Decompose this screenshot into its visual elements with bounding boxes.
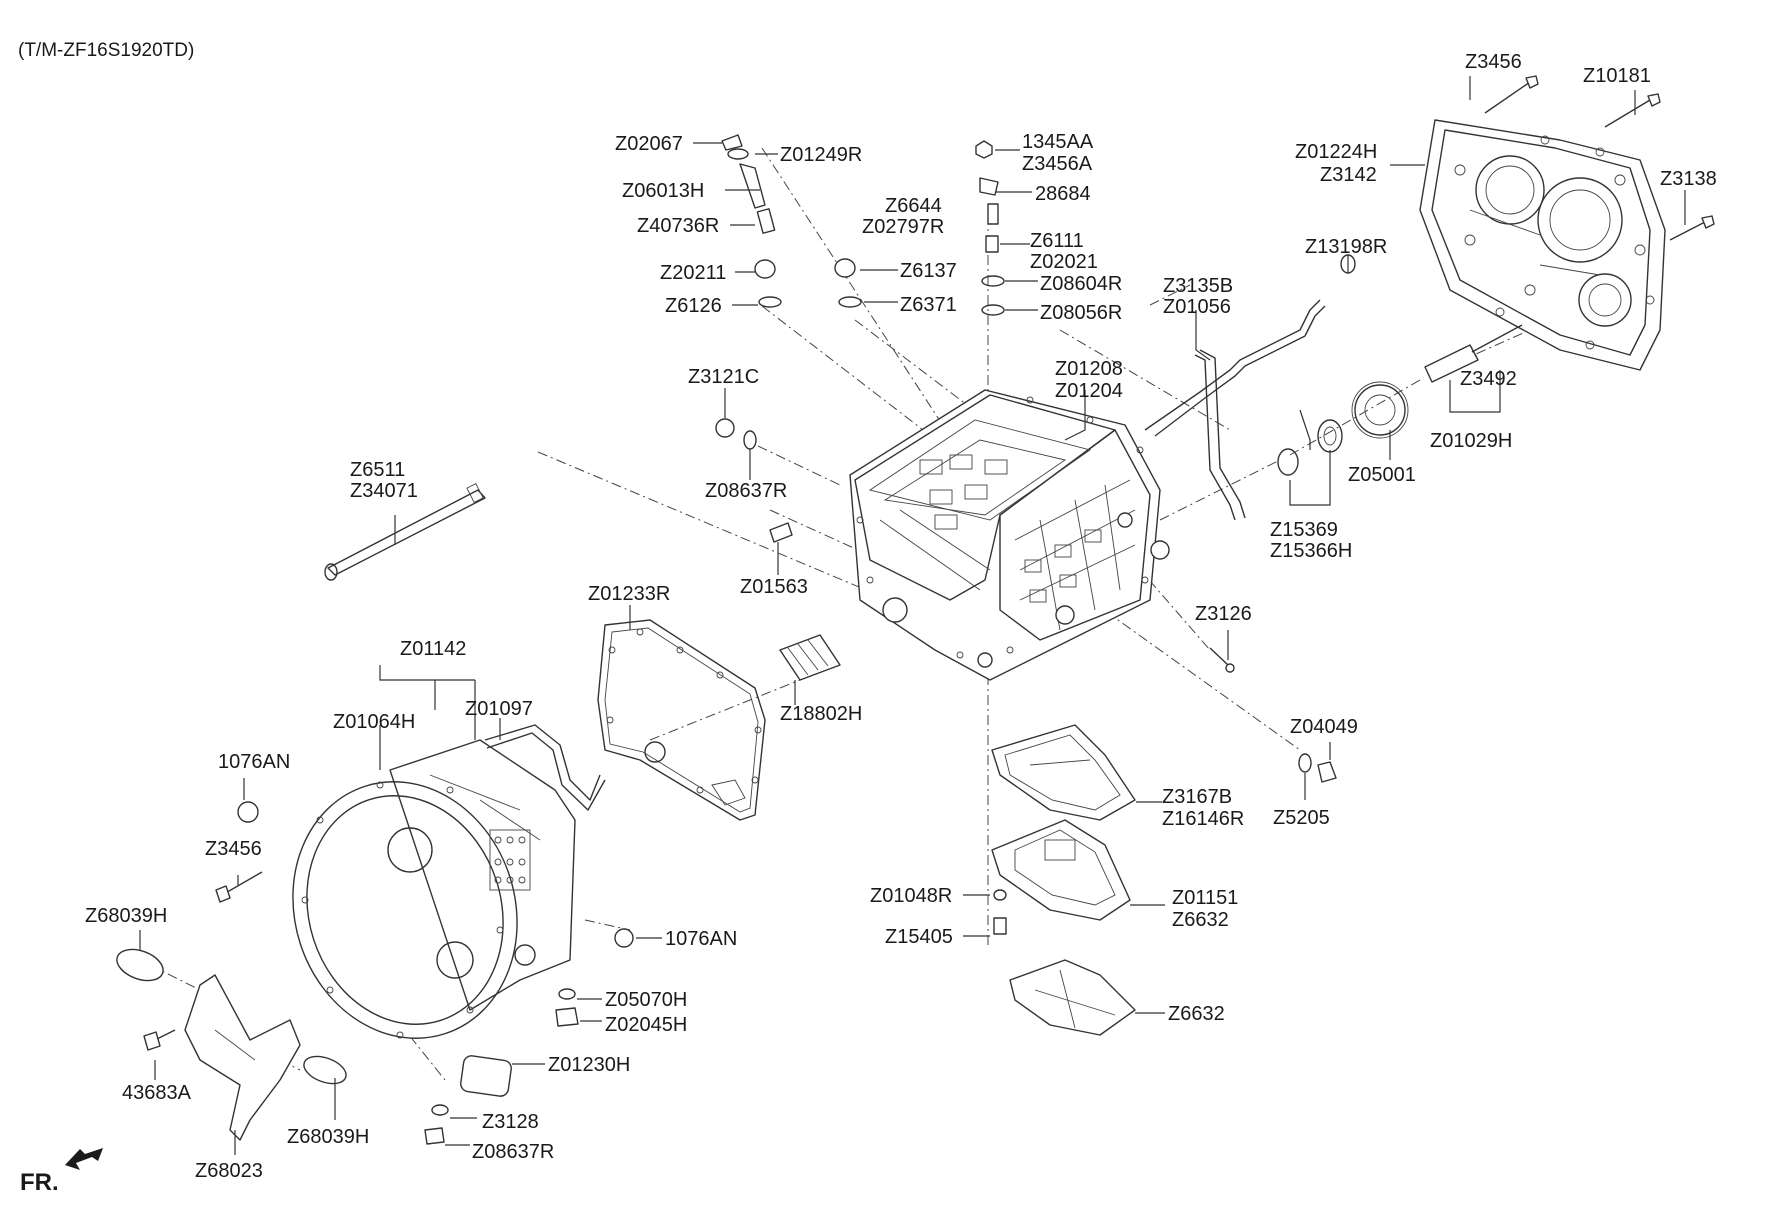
callout-z01029h: Z01029H — [1430, 430, 1512, 452]
callout-z02067: Z02067 — [615, 133, 683, 155]
callout-z6111: Z6111 — [1030, 230, 1084, 252]
callout-z18802h: Z18802H — [780, 703, 862, 725]
callout-z02021: Z02021 — [1030, 251, 1098, 273]
callout-z08604r: Z08604R — [1040, 273, 1122, 295]
callout-43683a: 43683A — [122, 1082, 192, 1104]
filter — [779, 634, 841, 681]
callout-z6644: Z6644 — [885, 195, 942, 217]
assembly-center-lines — [149, 147, 1531, 1081]
callout-z13198r: Z13198R — [1305, 236, 1387, 258]
callout-z08637r-mid: Z08637R — [705, 480, 787, 502]
arrow-icon — [65, 1148, 103, 1170]
callout-z6632-mid: Z6632 — [1172, 909, 1229, 931]
callout-z20211: Z20211 — [660, 262, 726, 284]
callout-28684: 28684 — [1035, 183, 1091, 205]
callout-z15366h: Z15366H — [1270, 540, 1352, 562]
callout-z06013h: Z06013H — [622, 180, 704, 202]
cover-plate-3 — [1009, 959, 1136, 1036]
callout-z3456a: Z3456A — [1022, 153, 1093, 175]
callout-1076an-right: 1076AN — [665, 928, 737, 950]
callout-z08056r: Z08056R — [1040, 302, 1122, 324]
callout-z05001: Z05001 — [1348, 464, 1416, 486]
callout-z3138: Z3138 — [1660, 168, 1717, 190]
callout-z6137: Z6137 — [900, 260, 957, 282]
callout-z6371: Z6371 — [900, 294, 957, 316]
callout-z01233r: Z01233R — [588, 583, 670, 605]
callout-z15405: Z15405 — [885, 926, 953, 948]
shift-fork — [116, 948, 347, 1141]
front-label: FR. — [20, 1169, 59, 1196]
callout-z05070h: Z05070H — [605, 989, 687, 1011]
rear-cover — [1419, 119, 1666, 371]
callout-z68023: Z68023 — [195, 1160, 263, 1182]
front-direction-indicator: FR. — [20, 1148, 103, 1196]
main-case — [849, 389, 1170, 681]
callout-z6632-bottom: Z6632 — [1168, 1003, 1225, 1025]
callout-1076an-left: 1076AN — [218, 751, 290, 773]
callout-z01097: Z01097 — [465, 698, 533, 720]
shift-shaft — [324, 482, 486, 581]
callout-z6511: Z6511 — [350, 459, 405, 481]
bushing-z3492 — [1424, 324, 1523, 383]
callout-z01563: Z01563 — [740, 576, 808, 598]
callout-z34071: Z34071 — [350, 480, 418, 502]
callout-z5205: Z5205 — [1273, 807, 1330, 829]
callout-z01056: Z01056 — [1163, 296, 1231, 318]
callout-1345aa: 1345AA — [1022, 131, 1094, 153]
breather-pipe — [1144, 299, 1326, 521]
callout-z68039h-left: Z68039H — [85, 905, 167, 927]
callout-z02045h: Z02045H — [605, 1014, 687, 1036]
cover-plate-2 — [991, 819, 1131, 921]
clutch-housing — [292, 739, 576, 1039]
callout-z16146r: Z16146R — [1162, 808, 1244, 830]
callout-z40736r: Z40736R — [637, 215, 719, 237]
callout-z01151: Z01151 — [1172, 887, 1238, 909]
callout-z08637r-bottom: Z08637R — [472, 1141, 554, 1163]
callout-z04049: Z04049 — [1290, 716, 1358, 738]
oil-pipe — [484, 724, 606, 811]
gear-z05001 — [1351, 381, 1409, 439]
callout-z01208: Z01208 — [1055, 358, 1123, 380]
callout-z01048r: Z01048R — [870, 885, 952, 907]
callout-z3135b: Z3135B — [1163, 275, 1233, 297]
callout-z01142: Z01142 — [400, 638, 466, 660]
cover-plate-1 — [991, 724, 1136, 821]
small-parts — [143, 75, 1715, 1145]
callout-z01064h: Z01064H — [333, 711, 415, 733]
callout-z3456-top: Z3456 — [1465, 51, 1522, 73]
callout-labels: Z02067 Z01249R Z06013H Z40736R Z20211 Z6… — [85, 51, 1717, 1182]
callout-z02797r: Z02797R — [862, 216, 944, 238]
callout-z68039h-bottom: Z68039H — [287, 1126, 369, 1148]
callout-z01249r: Z01249R — [780, 144, 862, 166]
side-gasket — [597, 619, 766, 821]
callout-z3492: Z3492 — [1460, 368, 1517, 390]
callout-z3126: Z3126 — [1195, 603, 1252, 625]
callout-z3142: Z3142 — [1320, 164, 1377, 186]
callout-z6126: Z6126 — [665, 295, 722, 317]
leader-lines — [139, 76, 1686, 1155]
callout-z3167b: Z3167B — [1162, 786, 1232, 808]
callout-z3121c: Z3121C — [688, 366, 759, 388]
callout-z01230h: Z01230H — [548, 1054, 630, 1076]
callout-z01224h: Z01224H — [1295, 141, 1377, 163]
callout-z10181: Z10181 — [1583, 65, 1651, 87]
callout-z3456-left: Z3456 — [205, 838, 262, 860]
callout-z3128: Z3128 — [482, 1111, 539, 1133]
callout-z01204: Z01204 — [1055, 380, 1123, 402]
callout-z15369: Z15369 — [1270, 519, 1338, 541]
diagram-title: (T/M-ZF16S1920TD) — [18, 40, 194, 61]
